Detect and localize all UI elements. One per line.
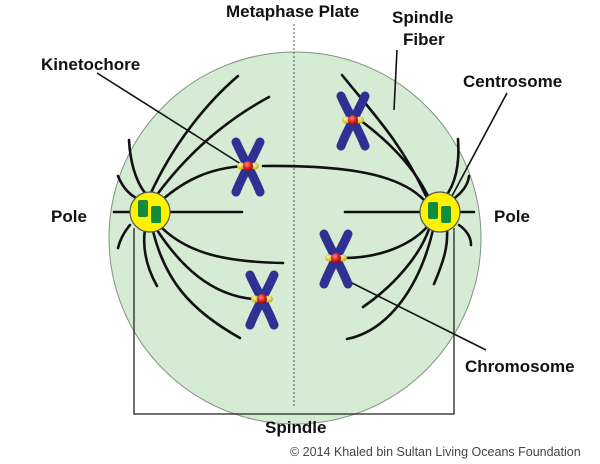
label-centrosome: Centrosome [463, 72, 562, 91]
label-pole-left: Pole [51, 207, 87, 226]
centriole [428, 202, 438, 219]
right-spindle-fibers [261, 73, 476, 341]
label-kinetochore: Kinetochore [41, 55, 140, 74]
centriole [151, 206, 161, 223]
kinetochore-dot [257, 294, 267, 304]
label-spindle: Spindle [265, 418, 326, 437]
chromosome-2 [245, 270, 279, 330]
spindle-fiber-leader [393, 49, 398, 111]
kinetochore-dot [348, 115, 358, 125]
left-centrosome [129, 191, 171, 233]
centrosome-leader [451, 92, 508, 197]
centriole [441, 206, 451, 223]
label-spindle-fiber-2: Fiber [403, 30, 445, 49]
label-chromosome: Chromosome [465, 357, 575, 376]
chromosome-3 [336, 91, 370, 151]
chromosome-1 [231, 137, 265, 197]
label-spindle-fiber-1: Spindle [392, 8, 453, 27]
centriole [138, 200, 148, 217]
kinetochore-dot [331, 253, 341, 263]
right-centrosome [419, 191, 461, 233]
chromosome-4 [319, 229, 353, 289]
kinetochore-leader [96, 72, 245, 167]
kinetochore-dot [243, 161, 253, 171]
left-spindle-fibers [112, 74, 285, 340]
chromosome-leader [349, 281, 487, 351]
label-pole-right: Pole [494, 207, 530, 226]
copyright-text: © 2014 Khaled bin Sultan Living Oceans F… [290, 445, 581, 459]
label-metaphase-plate: Metaphase Plate [226, 2, 359, 21]
spindle-bracket [133, 228, 455, 415]
